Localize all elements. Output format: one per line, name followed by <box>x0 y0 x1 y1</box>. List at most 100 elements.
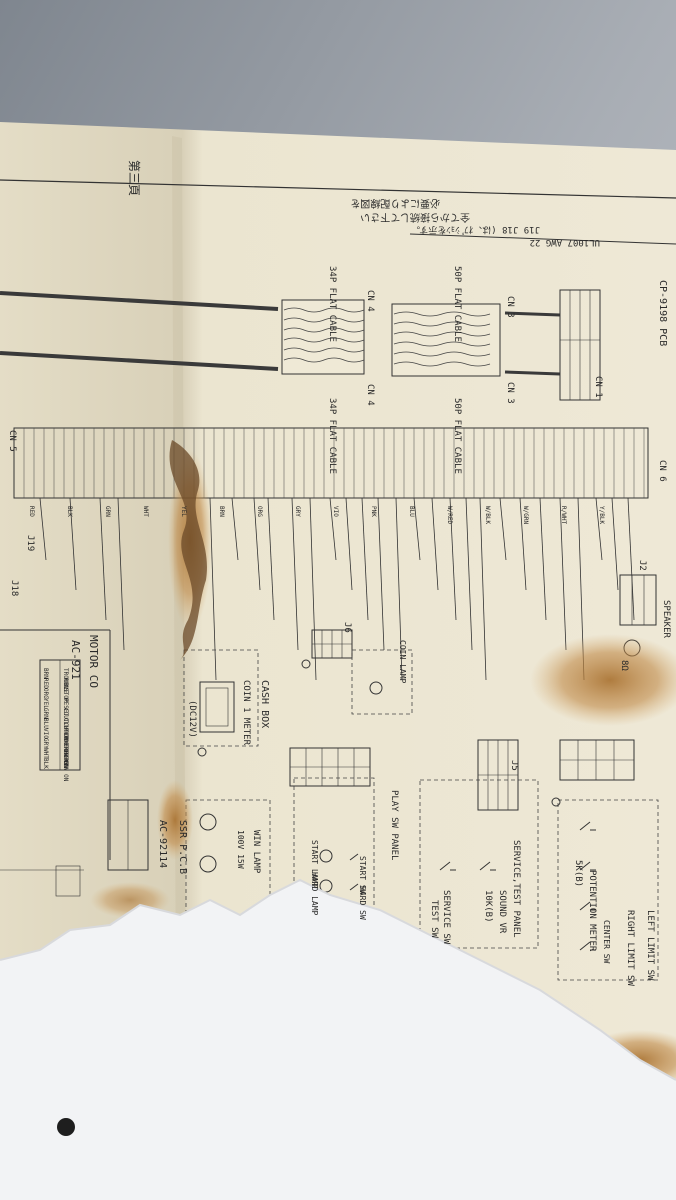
motor-row-code: YEL <box>42 698 49 709</box>
label-j6: J6 <box>342 622 352 633</box>
wire-11 <box>345 497 353 591</box>
label-coin-lamp: COIN LAMP <box>398 640 407 684</box>
label-cash-box: CASH BOX <box>259 680 270 728</box>
stain-mid <box>157 780 193 860</box>
motor-row-desc: C-GND <box>62 748 69 766</box>
wire-27 <box>627 497 635 621</box>
wire-code-label: W/BLK <box>484 506 491 524</box>
label-cable34-top: 34P FLAT CABLE <box>327 266 337 342</box>
coin-meter-box <box>199 681 235 733</box>
wire-bundle <box>39 497 635 681</box>
j2-connector <box>559 739 635 781</box>
motor-row-desc: RUN <box>62 678 69 689</box>
label-jp-note3: J19 J18 (は、ｵﾌﾟｼｮﾝを示す。 <box>411 224 540 235</box>
label-cable50-top: 50P FLAT CABLE <box>452 266 462 342</box>
wire-22 <box>539 497 547 621</box>
label-pot-meter: POTENTION METER <box>587 870 597 952</box>
wire-1 <box>69 497 77 591</box>
wire-code-label: W/GRN <box>522 506 529 524</box>
label-center-sw: CENTER SW <box>602 920 611 964</box>
label-speaker-ohm: 8Ω <box>619 660 629 671</box>
coin-lamp-icon <box>369 681 383 695</box>
wire-code-label: ORG <box>256 506 263 517</box>
cash-box-outline <box>183 649 259 747</box>
motor-row-desc: RESET <box>62 698 69 716</box>
motor-row-desc: TROUBLE <box>62 668 69 694</box>
motor-row-code: BRN <box>42 668 49 679</box>
wire-6 <box>253 497 261 591</box>
wire-13 <box>377 497 385 651</box>
motor-row-code: GRN <box>42 708 49 719</box>
label-cn1: CN 1 <box>593 376 603 398</box>
wire-9 <box>309 497 317 681</box>
wire-2 <box>99 497 107 621</box>
wire-7 <box>267 497 275 621</box>
label-speaker: SPEAKER <box>661 600 671 639</box>
label-j2: J2 <box>637 560 647 571</box>
motor-row-desc: CLUTCH ERROR <box>62 718 69 762</box>
j6-connector <box>311 629 353 659</box>
wire-0 <box>39 497 47 561</box>
motor-row-code: ORG <box>42 688 49 699</box>
label-jp-header: 第三頁 <box>127 160 141 196</box>
wire-18 <box>465 497 473 651</box>
label-cable50-bottom: 50P FLAT CABLE <box>452 398 462 474</box>
wire-code-label: PNK <box>370 506 377 517</box>
motor-row-desc: MOTOR CW ON <box>62 728 69 768</box>
label-sound-vr-spec: 10K(B) <box>483 890 493 923</box>
wire-code-label: WHT <box>142 506 149 517</box>
label-cn4-bottom: CN 4 <box>365 384 375 406</box>
punch-hole <box>57 1118 75 1136</box>
label-play-sw: PLAY SW PANEL <box>389 790 399 860</box>
label-win-lamp-spec: 100V 15W <box>236 830 245 869</box>
flat-cable-34p <box>281 299 365 375</box>
wire-code-label: W/RED <box>446 506 453 524</box>
wire-26 <box>611 497 619 591</box>
wire-5 <box>231 497 239 561</box>
label-win-lamp: WIN LAMP <box>251 830 261 874</box>
wire-code-label: R/WHT <box>560 506 567 524</box>
label-j5: J5 <box>509 760 519 771</box>
limit-switch-box <box>557 799 659 981</box>
label-service-panel: SERVICE,TEST PANEL <box>511 840 521 938</box>
motor-row-desc: +5V <box>62 758 69 769</box>
label-start-sw: START SW <box>358 856 367 895</box>
wire-25 <box>595 497 603 561</box>
wire-17 <box>449 497 457 621</box>
wire-code-label: Y/BLK <box>598 506 605 524</box>
wire-code-label: GRN <box>104 506 111 517</box>
motor-row-desc: STOP <box>62 688 69 703</box>
wire-code-label: VIO <box>332 506 339 517</box>
flat-cable-50p <box>391 303 501 377</box>
label-ac92114: AC-92114 <box>157 820 168 868</box>
motor-row-code: BLU <box>42 718 49 729</box>
wire-code-label: BRN <box>218 506 225 517</box>
wire-16 <box>431 497 439 591</box>
stain-burn-core <box>169 440 207 660</box>
wire-code-label: BLU <box>408 506 415 517</box>
stain-right <box>530 634 676 726</box>
motor-row-code: RED <box>42 678 49 689</box>
label-jp-note2: 全てから接続して下さい <box>360 211 470 224</box>
label-cn3-bottom: CN 3 <box>505 382 515 404</box>
label-left-limit: LEFT LIMIT SW <box>645 910 655 981</box>
motor-row-desc: MOTOR CCW ON <box>62 738 69 782</box>
label-cn6: CN 6 <box>657 460 667 482</box>
motor-row-code: WHT <box>42 748 49 759</box>
wire-10 <box>329 497 337 561</box>
label-cn3-top: CN 3 <box>505 296 515 318</box>
j5-connector <box>477 739 519 811</box>
win-lamp-1-icon <box>199 813 217 831</box>
label-right-limit: RIGHT LIMIT SW <box>625 910 635 986</box>
label-cable34-bottom: 34P FLAT CABLE <box>327 398 337 474</box>
play-sw-connector <box>289 747 371 787</box>
wire-19 <box>479 497 487 681</box>
label-service-sw: SERVICE SW <box>441 890 451 945</box>
label-j18: J18 <box>9 580 19 596</box>
wire-3 <box>117 497 125 651</box>
label-j19: J19 <box>25 535 35 551</box>
label-hard-lamp: HARD LAMP <box>310 872 319 916</box>
label-sound-vr: SOUND VR <box>497 890 507 934</box>
label-ac921: AC-921 <box>69 640 82 680</box>
